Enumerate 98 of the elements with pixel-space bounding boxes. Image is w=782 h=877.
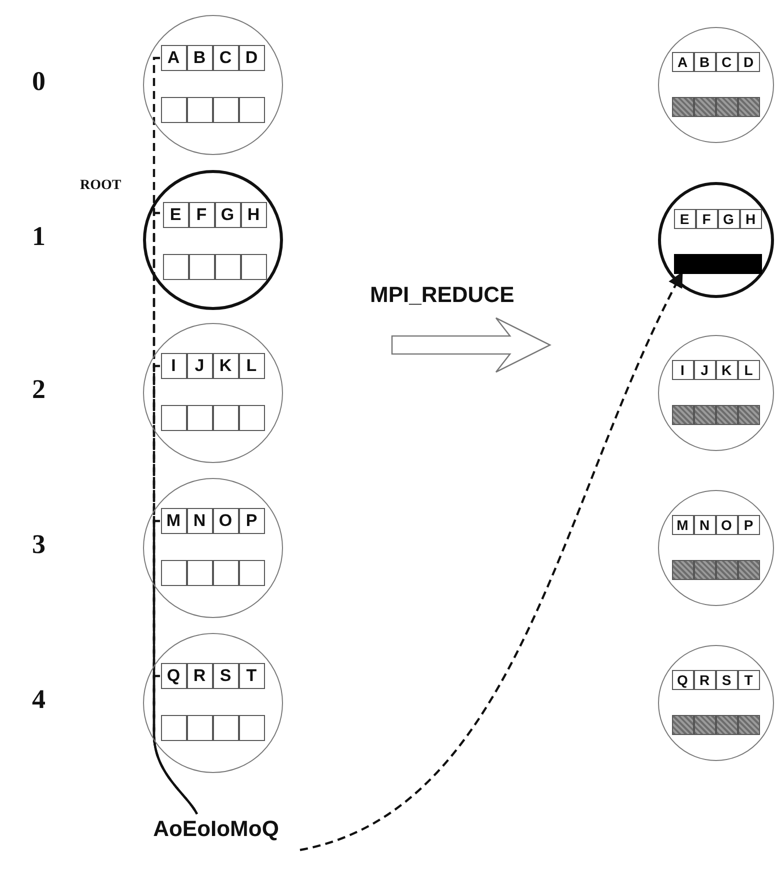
data-cell: E bbox=[674, 208, 696, 228]
data-cell: T bbox=[738, 670, 760, 690]
filled-buffer-cell bbox=[716, 714, 738, 734]
process-circle bbox=[143, 170, 283, 310]
process-circle bbox=[143, 478, 283, 618]
filled-buffer-cell bbox=[716, 404, 738, 424]
data-cell: R bbox=[186, 662, 212, 688]
process-circle bbox=[658, 27, 774, 143]
filled-buffer-cell bbox=[672, 96, 694, 116]
filled-buffer-cell bbox=[694, 714, 716, 734]
data-cell: O bbox=[212, 508, 238, 534]
process-circle bbox=[658, 182, 774, 298]
filled-buffer-cell bbox=[716, 96, 738, 116]
buffer-cell bbox=[160, 404, 186, 430]
data-cell: M bbox=[672, 514, 694, 534]
data-cell: B bbox=[186, 44, 212, 70]
data-cell: N bbox=[186, 508, 212, 534]
filled-buffer-cell bbox=[694, 404, 716, 424]
data-cell: K bbox=[716, 360, 738, 380]
data-cell: C bbox=[716, 52, 738, 72]
buffer-cell bbox=[238, 96, 264, 122]
data-cell: D bbox=[238, 44, 264, 70]
data-cell: Q bbox=[160, 662, 186, 688]
data-cell: H bbox=[240, 202, 266, 228]
filled-buffer-cell bbox=[672, 560, 694, 580]
data-cell: E bbox=[162, 202, 188, 228]
buffer-cell bbox=[238, 404, 264, 430]
data-cell: A bbox=[160, 44, 186, 70]
data-cell: B bbox=[694, 52, 716, 72]
filled-buffer-cell bbox=[672, 404, 694, 424]
buffer-cell bbox=[160, 714, 186, 740]
buffer-cell bbox=[212, 404, 238, 430]
result-expression: AoEoIoMoQ bbox=[132, 814, 300, 844]
data-cell: P bbox=[738, 514, 760, 534]
data-cell: K bbox=[212, 352, 238, 378]
data-cell: J bbox=[694, 360, 716, 380]
filled-buffer-cell bbox=[672, 714, 694, 734]
filled-buffer-cell bbox=[738, 404, 760, 424]
buffer-cell bbox=[240, 254, 266, 280]
result-bar bbox=[674, 254, 762, 274]
buffer-cell bbox=[238, 714, 264, 740]
dashed-arrow bbox=[300, 272, 683, 852]
data-cell: H bbox=[740, 208, 762, 228]
dashed-line bbox=[152, 674, 198, 815]
operation-label: MPI_REDUCE bbox=[370, 282, 514, 308]
filled-buffer-cell bbox=[738, 560, 760, 580]
rank-number: 3 bbox=[32, 529, 46, 560]
dashed-line bbox=[152, 212, 198, 815]
buffer-cell bbox=[186, 404, 212, 430]
data-cell: F bbox=[696, 208, 718, 228]
data-cell: G bbox=[214, 202, 240, 228]
data-cell: O bbox=[716, 514, 738, 534]
rank-number: 2 bbox=[32, 374, 46, 405]
data-cell: F bbox=[188, 202, 214, 228]
buffer-cell bbox=[212, 96, 238, 122]
rank-number: 1 bbox=[32, 221, 46, 252]
buffer-cell bbox=[160, 560, 186, 586]
data-cell: T bbox=[238, 662, 264, 688]
buffer-cell bbox=[238, 560, 264, 586]
filled-buffer-cell bbox=[716, 560, 738, 580]
rank-number: 4 bbox=[32, 684, 46, 715]
data-cell: R bbox=[694, 670, 716, 690]
filled-buffer-cell bbox=[738, 96, 760, 116]
data-cell: P bbox=[238, 508, 264, 534]
process-circle bbox=[143, 323, 283, 463]
data-cell: N bbox=[694, 514, 716, 534]
root-label: ROOT bbox=[80, 178, 122, 194]
data-cell: S bbox=[212, 662, 238, 688]
buffer-cell bbox=[214, 254, 240, 280]
process-circle bbox=[658, 335, 774, 451]
data-cell: L bbox=[238, 352, 264, 378]
buffer-cell bbox=[212, 714, 238, 740]
process-circle bbox=[658, 645, 774, 761]
buffer-cell bbox=[188, 254, 214, 280]
buffer-cell bbox=[186, 96, 212, 122]
data-cell: G bbox=[718, 208, 740, 228]
buffer-cell bbox=[186, 714, 212, 740]
filled-buffer-cell bbox=[738, 714, 760, 734]
data-cell: L bbox=[738, 360, 760, 380]
process-circle bbox=[658, 490, 774, 606]
filled-buffer-cell bbox=[694, 96, 716, 116]
data-cell: D bbox=[738, 52, 760, 72]
filled-buffer-cell bbox=[694, 560, 716, 580]
process-circle bbox=[143, 15, 283, 155]
data-cell: A bbox=[672, 52, 694, 72]
data-cell: Q bbox=[672, 670, 694, 690]
rank-number: 0 bbox=[32, 66, 46, 97]
data-cell: S bbox=[716, 670, 738, 690]
data-cell: I bbox=[160, 352, 186, 378]
data-cell: I bbox=[672, 360, 694, 380]
data-cell: M bbox=[160, 508, 186, 534]
buffer-cell bbox=[160, 96, 186, 122]
buffer-cell bbox=[186, 560, 212, 586]
data-cell: J bbox=[186, 352, 212, 378]
buffer-cell bbox=[212, 560, 238, 586]
buffer-cell bbox=[162, 254, 188, 280]
process-circle bbox=[143, 633, 283, 773]
data-cell: C bbox=[212, 44, 238, 70]
